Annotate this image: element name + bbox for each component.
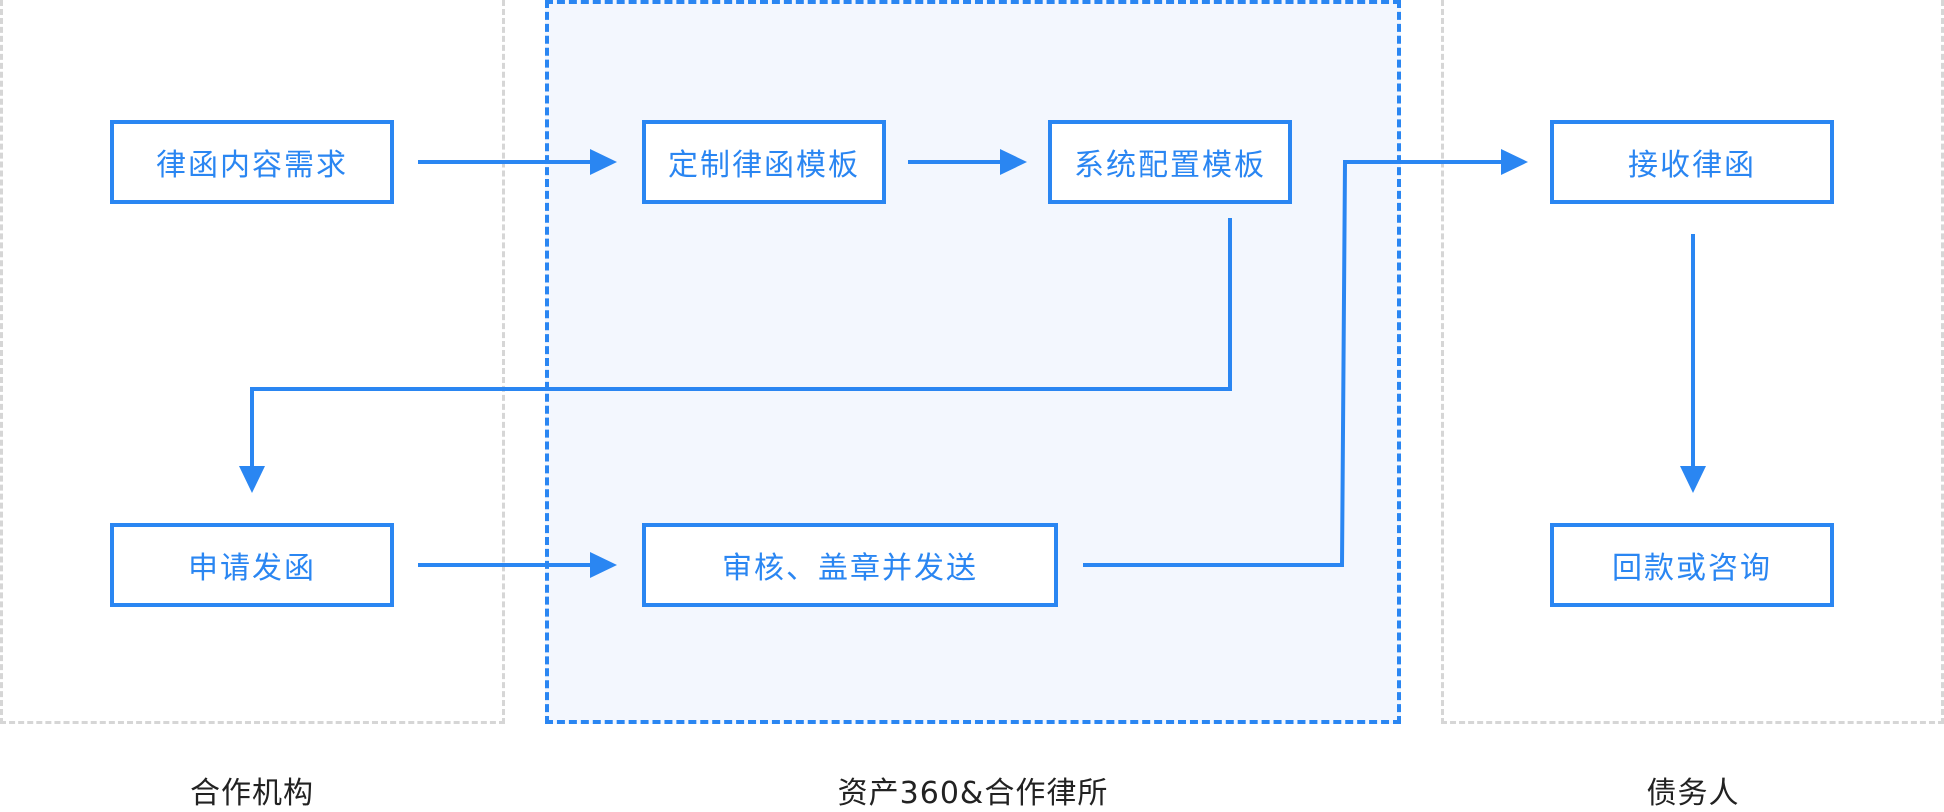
lane-debtor — [1441, 0, 1944, 724]
node-receive-letter: 接收律函 — [1550, 120, 1834, 204]
node-letter-requirements: 律函内容需求 — [110, 120, 394, 204]
node-system-template: 系统配置模板 — [1048, 120, 1292, 204]
lane-asset360-law-firm — [545, 0, 1401, 724]
node-review-stamp-send: 审核、盖章并发送 — [642, 523, 1058, 607]
lane-label-partner-institution: 合作机构 — [190, 776, 314, 811]
node-custom-template: 定制律函模板 — [642, 120, 886, 204]
lane-label-asset360-law-firm: 资产360&合作律所 — [837, 776, 1109, 811]
node-repay-or-consult: 回款或咨询 — [1550, 523, 1834, 607]
lane-label-debtor: 债务人 — [1646, 776, 1740, 811]
lane-partner-institution — [0, 0, 505, 724]
node-apply-send: 申请发函 — [110, 523, 394, 607]
